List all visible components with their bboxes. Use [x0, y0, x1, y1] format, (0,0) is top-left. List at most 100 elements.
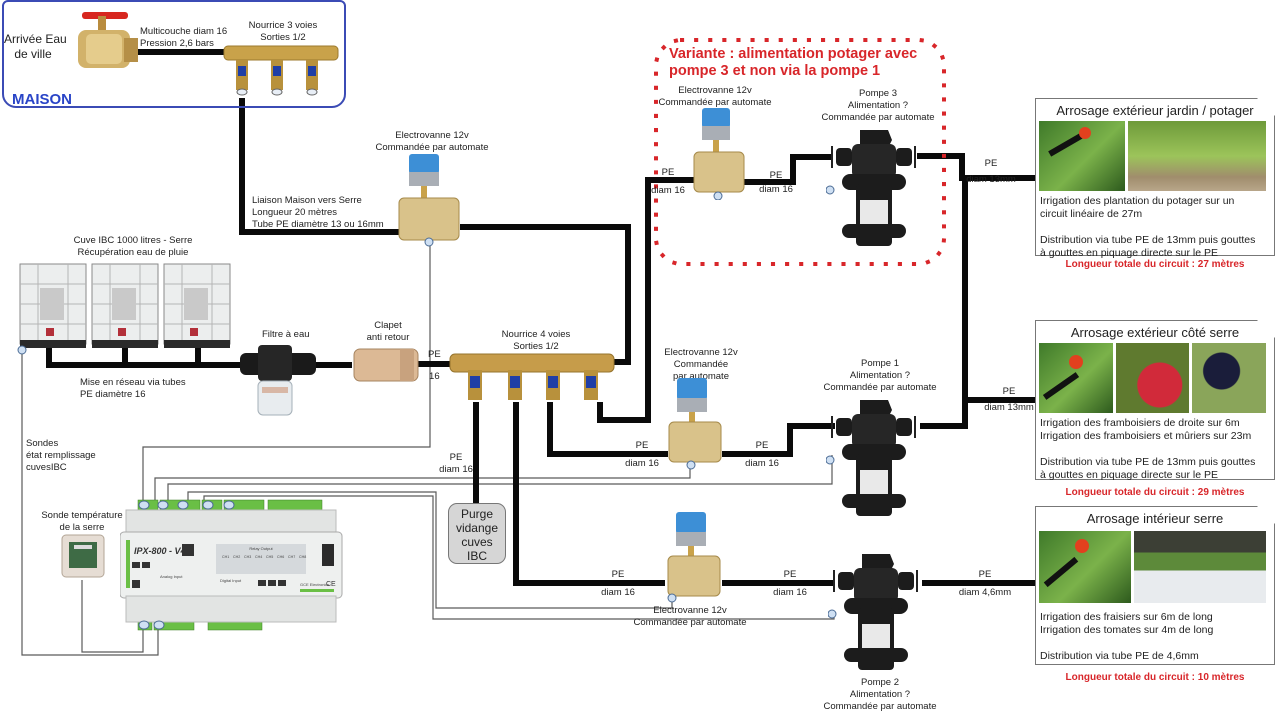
cuve-label: Cuve IBC 1000 litres - Serre Récupératio… [48, 235, 218, 259]
c1-pe-out-1: PE [755, 440, 769, 451]
purge-line-3: cuves [461, 535, 493, 549]
card-photos [1039, 531, 1266, 603]
pe-purge-line-2: diam 16 [439, 464, 473, 475]
pipe-c1-mid [722, 423, 835, 457]
c1-valve-line-3: par automate [673, 371, 729, 382]
c2-pe-in-label: PE diam 16 [596, 569, 640, 599]
clapet-label: Clapet anti retour [358, 320, 418, 344]
pe-purge-label: PE diam 16 [438, 452, 474, 476]
variante-pe-out-2: diam 16 [759, 184, 793, 195]
card-title: Arrosage extérieur côté serre [1070, 325, 1240, 340]
pompe1-line-3: Commandée par automate [823, 382, 937, 393]
pipe-variante-mid [738, 154, 832, 185]
plc-relay-7: CH7 [288, 555, 295, 559]
c1-valve-line-2: Commandée [673, 359, 729, 370]
purge-line-1: Purge [460, 507, 494, 521]
manifold-4-icon [449, 353, 615, 400]
pompe2-line-2: Alimentation ? [849, 689, 911, 700]
liaison-label: Liaison Maison vers Serre Longueur 20 mè… [252, 195, 384, 231]
c1-pe-out-2: diam 16 [745, 458, 779, 469]
pe-13-mid-label: PE diam 13mm [982, 386, 1036, 414]
card-desc: Irrigation des framboisiers de droite su… [1040, 417, 1256, 481]
liaison-line-3: Tube PE diamètre 13 ou 16mm [252, 219, 384, 230]
plc-brand: GCE Electronics [300, 582, 329, 587]
pompe3-line-2: Alimentation ? [847, 100, 909, 111]
plc-relay-8: CH8 [299, 555, 306, 559]
nourrice3-line-2: Sorties 1/2 [260, 32, 306, 43]
purge-box: Purge vidange cuves IBC [448, 503, 506, 564]
pipe-ibc-network [46, 345, 240, 368]
pe-13-top-label: PE diam 13mm [964, 158, 1018, 186]
variante-valve-line-2: Commandée par automate [658, 97, 772, 108]
c2-pe-final-label: PE diam 4,6mm [958, 569, 1012, 599]
plc-relay-2: CH2 [233, 555, 240, 559]
sonde-temp-line-2: de la serre [59, 522, 105, 533]
photo-framboise [1115, 343, 1190, 413]
card-jardin-potager: Arrosage extérieur jardin / potager Irri… [1035, 98, 1275, 259]
c1-pe-in-label: PE diam 16 [620, 440, 664, 470]
multicouche-line-2: Pression 2,6 bars [140, 38, 214, 49]
sondes-line-2: état remplissage [26, 450, 96, 461]
pompe1-label: Pompe 1 Alimentation ? Commandée par aut… [820, 358, 940, 394]
pe-16-left-label: PE 16 [428, 349, 441, 383]
card-interieur-serre: Arrosage intérieur serre Irrigation des … [1035, 506, 1275, 665]
pipe-variante-in [597, 177, 700, 423]
card-title: Arrosage extérieur jardin / potager [1056, 103, 1254, 118]
variante-valve-line-1: Electrovanne 12v [678, 85, 752, 96]
main-valve-label: Electrovanne 12v Commandée par automate [368, 130, 496, 154]
liaison-line-2: Longueur 20 mètres [252, 207, 338, 218]
card-corner [1257, 320, 1275, 338]
maison-title: MAISON [12, 91, 72, 108]
plc-relay-title: Relay Output [249, 546, 273, 551]
card-photos [1039, 121, 1266, 191]
c2-valve-label: Electrovanne 12v Commandée par automate [630, 605, 750, 629]
pompe2-label: Pompe 2 Alimentation ? Commandée par aut… [818, 677, 942, 713]
electrovalve-c2-icon [667, 512, 721, 603]
plc-relay-1: CH1 [222, 555, 229, 559]
wire-valve-c2 [187, 491, 673, 609]
variante-pe-in-1: PE [661, 167, 675, 178]
c2-pe-in-1: PE [611, 569, 625, 580]
plc-relay-6: CH6 [277, 555, 284, 559]
pe-16-left-line-1: PE [428, 349, 441, 360]
plc-relay-4: CH4 [255, 555, 262, 559]
purge-line-4: IBC [466, 549, 487, 563]
wire-temp-sensor [81, 580, 144, 653]
variante-valve-label: Electrovanne 12v Commandée par automate [655, 85, 775, 109]
pompe3-line-3: Commandée par automate [821, 112, 935, 123]
card-desc: Irrigation des fraisiers sur 6m de long … [1040, 611, 1214, 662]
c1-valve-line-1: Electrovanne 12v [664, 347, 738, 358]
pe-16-left-line-2: 16 [429, 371, 440, 382]
cuve-line-1: Cuve IBC 1000 litres - Serre [73, 235, 193, 246]
photo-mure [1192, 343, 1267, 413]
variante-pe-out-1: PE [769, 170, 783, 181]
pe-13-mid-2: diam 13mm [984, 402, 1034, 413]
card-desc: Irrigation des plantation du potager sur… [1040, 195, 1256, 259]
variante-title: Variante : alimentation potager avec pom… [669, 46, 917, 80]
c2-pe-final-2: diam 4,6mm [958, 587, 1012, 598]
photo-potager [1128, 121, 1266, 191]
electrovalve-variante-icon [693, 108, 745, 200]
photo-goutteur [1039, 121, 1126, 191]
sonde-temp-label: Sonde température de la serre [40, 510, 124, 534]
electrovalve-main-icon [398, 154, 460, 247]
pe-13-mid-1: PE [1002, 386, 1016, 397]
variante-pe-in-2: diam 16 [651, 185, 685, 196]
maison-zone [2, 0, 346, 108]
c2-pe-out-2: diam 16 [773, 587, 807, 598]
pompe3-label: Pompe 3 Alimentation ? Commandée par aut… [818, 88, 938, 124]
wire-pump-c1 [167, 455, 833, 503]
wire-ibc-sensor [21, 350, 159, 656]
plc-model: IPX-800 - V4 [134, 546, 186, 556]
variante-title-line-1: Variante : alimentation potager avec [669, 46, 918, 62]
plc-ce: CE [326, 581, 336, 588]
pompe3-line-1: Pompe 3 [858, 88, 898, 99]
pipe-c1-in [547, 402, 668, 457]
variante-zone [654, 38, 946, 266]
variante-pe-in-label: PE diam 16 [651, 167, 685, 197]
pe-13-top-2: diam 13mm [966, 174, 1016, 185]
nourrice3-line-1: Nourrice 3 voies [248, 20, 318, 31]
